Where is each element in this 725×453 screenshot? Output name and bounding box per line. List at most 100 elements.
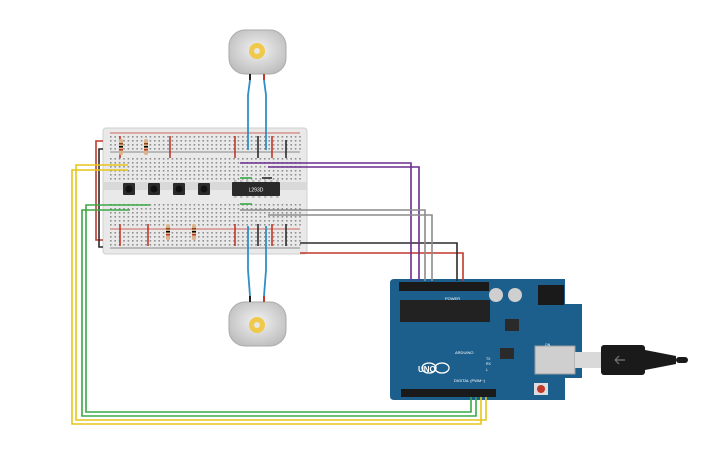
breadboard-hole (189, 136, 191, 138)
breadboard-hole (259, 244, 262, 246)
breadboard-hole (202, 232, 204, 234)
breadboard-hole (184, 144, 187, 146)
breadboard-hole (158, 140, 160, 142)
breadboard-hole (228, 208, 231, 210)
breadboard-hole (268, 236, 270, 238)
breadboard-hole (136, 212, 138, 214)
breadboard-hole (193, 244, 196, 246)
breadboard-hole (206, 140, 209, 142)
breadboard-hole (233, 136, 235, 138)
breadboard-hole (242, 224, 244, 226)
chip-pin (246, 196, 249, 198)
breadboard-hole (123, 178, 125, 180)
power-header (443, 282, 489, 291)
breadboard-hole (277, 232, 279, 234)
breadboard-hole (228, 148, 231, 150)
breadboard-hole (272, 136, 275, 138)
breadboard-hole (118, 220, 121, 222)
breadboard-hole (224, 170, 226, 172)
breadboard-hole (136, 236, 138, 238)
breadboard-hole (167, 166, 169, 168)
motor-top[interactable] (228, 29, 287, 80)
breadboard-hole (294, 236, 297, 238)
breadboard-hole (220, 148, 222, 150)
breadboard-hole (162, 216, 165, 218)
breadboard-hole (140, 148, 143, 150)
breadboard-hole (264, 236, 266, 238)
breadboard-hole (237, 236, 240, 238)
breadboard-hole (180, 144, 182, 146)
breadboard-hole (224, 144, 226, 146)
l293d-chip[interactable]: L293D (232, 180, 280, 198)
breadboard-hole (193, 220, 196, 222)
breadboard-hole (162, 178, 165, 180)
breadboard-hole (211, 216, 213, 218)
breadboard-hole (290, 204, 292, 206)
breadboard-hole (162, 174, 165, 176)
breadboard-hole (118, 178, 121, 180)
breadboard-hole (220, 204, 222, 206)
breadboard-hole (149, 232, 152, 234)
breadboard-hole (228, 236, 231, 238)
breadboard-hole (198, 144, 200, 146)
breadboard-hole (211, 232, 213, 234)
breadboard-hole (228, 204, 231, 206)
breadboard-hole (193, 178, 196, 180)
breadboard-hole (237, 170, 240, 172)
breadboard-hole (158, 204, 160, 206)
reset-button[interactable] (537, 385, 545, 393)
breadboard-hole (259, 148, 262, 150)
breadboard-hole (281, 158, 284, 160)
breadboard-hole (145, 174, 147, 176)
breadboard-hole (290, 232, 292, 234)
breadboard-hole (171, 170, 174, 172)
breadboard-hole (189, 208, 191, 210)
breadboard-hole (176, 136, 178, 138)
breadboard-hole (215, 174, 218, 176)
breadboard-hole (110, 236, 112, 238)
breadboard-hole (206, 166, 209, 168)
breadboard-hole (264, 208, 266, 210)
breadboard-hole (233, 232, 235, 234)
breadboard-hole (140, 232, 143, 234)
breadboard-hole (242, 244, 244, 246)
breadboard-hole (110, 166, 112, 168)
breadboard-hole (193, 136, 196, 138)
breadboard-hole (136, 224, 138, 226)
breadboard-hole (123, 232, 125, 234)
breadboard-hole (140, 140, 143, 142)
breadboard-hole (246, 212, 248, 214)
breadboard-hole (140, 166, 143, 168)
breadboard-hole (176, 158, 178, 160)
chip-pin (264, 180, 267, 182)
breadboard-hole (299, 148, 301, 150)
breadboard-hole (215, 232, 218, 234)
breadboard-hole (277, 240, 279, 242)
breadboard-hole (198, 220, 200, 222)
breadboard-hole (299, 174, 301, 176)
breadboard-hole (228, 136, 231, 138)
breadboard-hole (193, 166, 196, 168)
breadboard-hole (268, 244, 270, 246)
chip-pin (252, 196, 255, 198)
breadboard-hole (158, 148, 160, 150)
breadboard-hole (206, 240, 209, 242)
breadboard-hole (206, 220, 209, 222)
breadboard-hole (211, 208, 213, 210)
breadboard-hole (140, 220, 143, 222)
push-buttons[interactable] (123, 183, 210, 195)
breadboard-hole (189, 158, 191, 160)
breadboard-hole (184, 166, 187, 168)
arduino-uno[interactable]: UNO ARDUINO DIGITAL (PWM~) POWER TX RX L… (390, 279, 582, 400)
breadboard-hole (123, 140, 125, 142)
breadboard-hole (132, 178, 134, 180)
breadboard-hole (259, 232, 262, 234)
breadboard-hole (237, 174, 240, 176)
motor-bottom[interactable] (228, 296, 287, 347)
breadboard-hole (198, 208, 200, 210)
breadboard-hole (176, 232, 178, 234)
breadboard-hole (246, 158, 248, 160)
breadboard-hole (250, 170, 253, 172)
breadboard-hole (154, 140, 156, 142)
breadboard-hole (272, 140, 275, 142)
